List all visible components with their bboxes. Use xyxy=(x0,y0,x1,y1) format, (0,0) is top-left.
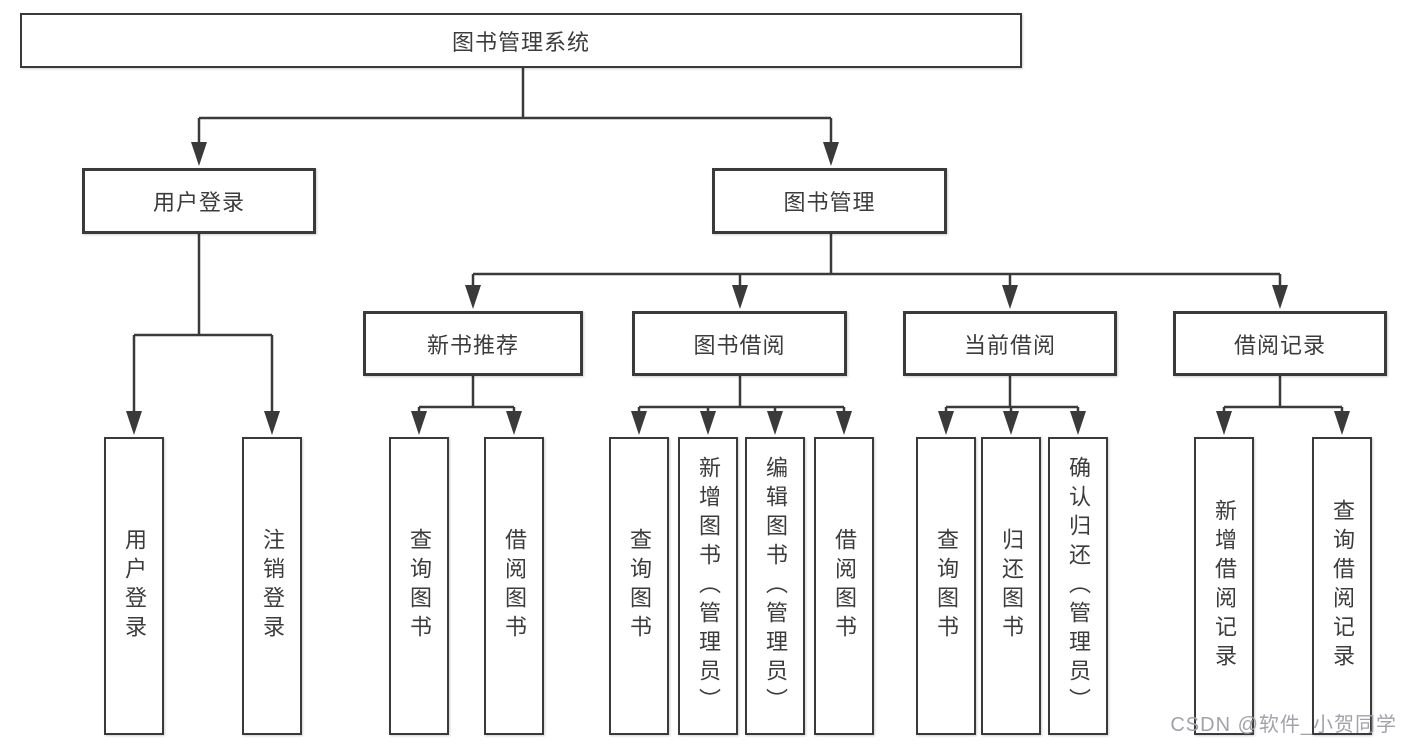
node-leaf-return-books: 归还图书 xyxy=(981,437,1041,735)
node-book-management: 图书管理 xyxy=(712,168,947,234)
node-current-borrowing-label: 当前借阅 xyxy=(963,332,1056,358)
node-user-login: 用户登录 xyxy=(82,168,316,234)
node-book-management-label: 图书管理 xyxy=(783,190,876,215)
node-leaf-borrow-books: 借阅图书 xyxy=(814,437,874,735)
node-borrowing-records: 借阅记录 xyxy=(1173,311,1387,376)
node-leaf-add-books-admin: 新增图书（管理员） xyxy=(678,437,738,735)
node-book-borrowing-label: 图书借阅 xyxy=(693,332,786,358)
node-new-book-recommendation: 新书推荐 xyxy=(363,311,583,376)
node-current-borrowing: 当前借阅 xyxy=(903,311,1117,376)
node-leaf-confirm-return-admin: 确认归还（管理员） xyxy=(1048,437,1108,735)
node-leaf-recommend-query-books: 查询图书 xyxy=(389,437,449,735)
node-new-book-recommendation-label: 新书推荐 xyxy=(426,332,519,358)
node-leaf-current-query-books: 查询图书 xyxy=(916,437,976,735)
node-user-login-label: 用户登录 xyxy=(152,190,245,215)
watermark: CSDN @软件_小贺同学 xyxy=(1170,714,1397,736)
node-root: 图书管理系统 xyxy=(20,13,1022,68)
node-leaf-edit-books-admin: 编辑图书（管理员） xyxy=(745,437,805,735)
node-leaf-logout: 注销登录 xyxy=(242,437,302,735)
node-book-borrowing: 图书借阅 xyxy=(632,311,847,376)
node-borrowing-records-label: 借阅记录 xyxy=(1233,332,1326,358)
node-root-label: 图书管理系统 xyxy=(451,29,590,55)
node-leaf-add-borrow-record: 新增借阅记录 xyxy=(1194,437,1254,735)
node-leaf-borrowing-query-books: 查询图书 xyxy=(609,437,669,735)
node-leaf-recommend-borrow-books: 借阅图书 xyxy=(484,437,544,735)
node-leaf-query-borrow-record: 查询借阅记录 xyxy=(1312,437,1372,735)
node-leaf-user-login: 用户登录 xyxy=(104,437,164,735)
